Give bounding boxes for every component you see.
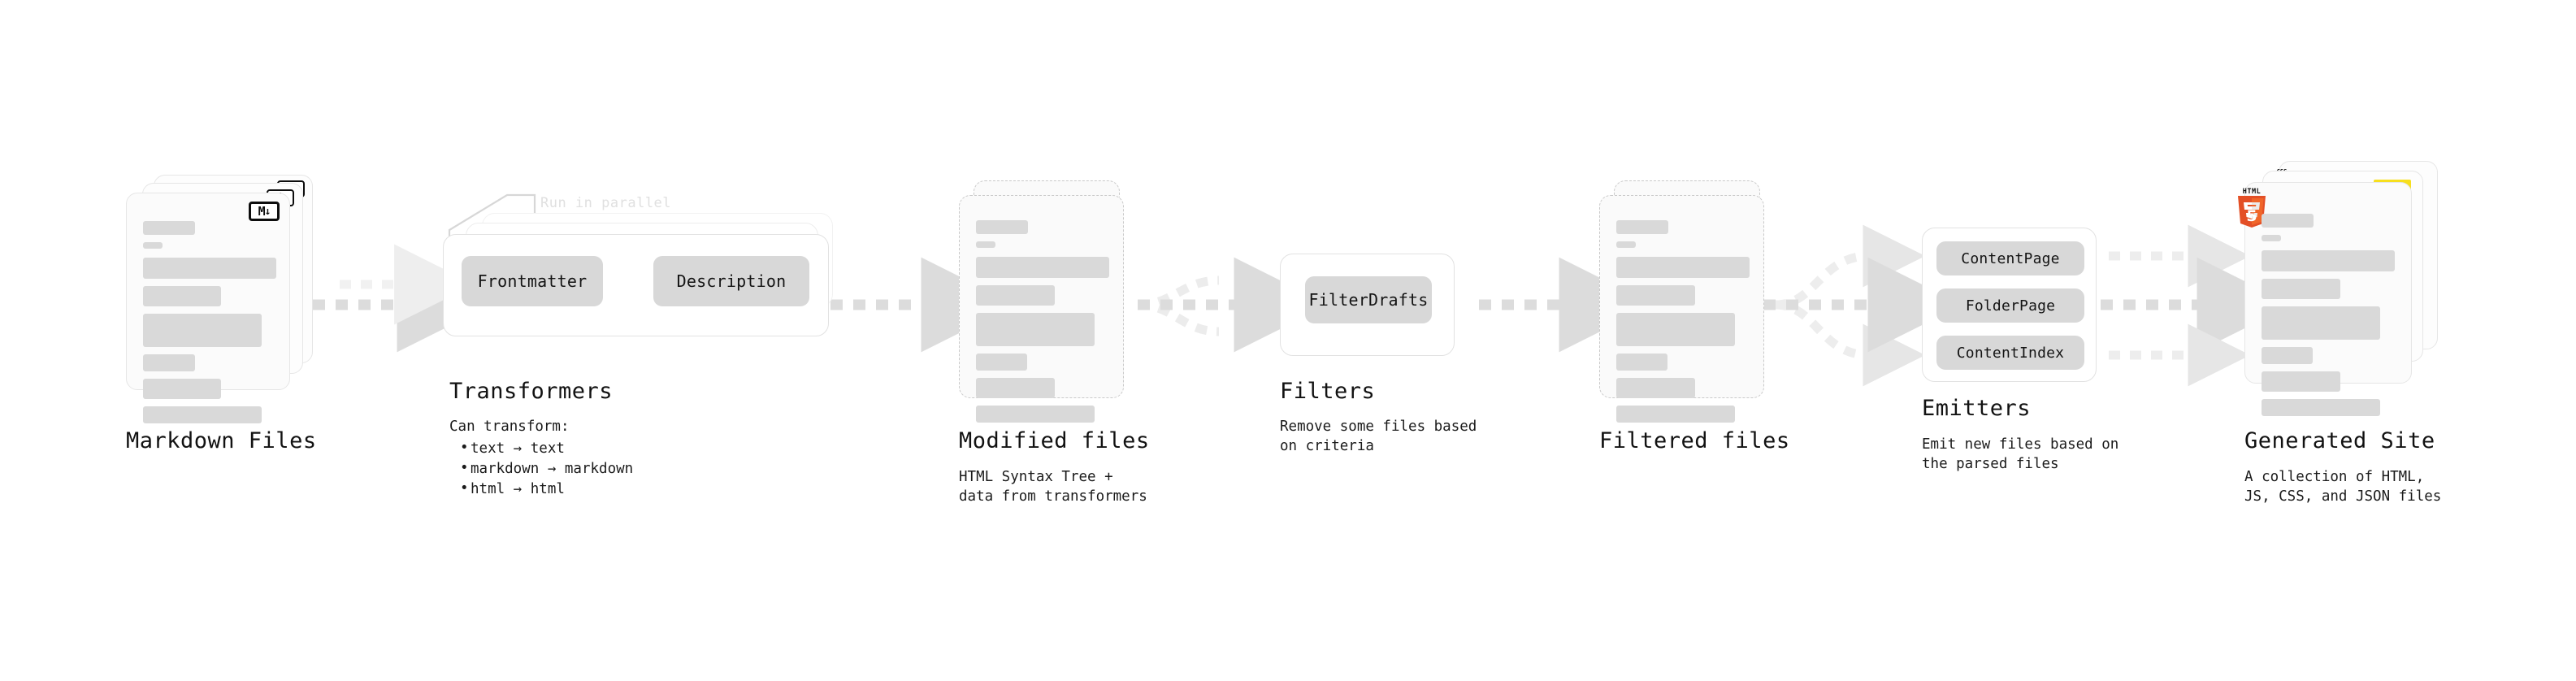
transformers-bullets: text → text markdown → markdown html → h… <box>458 438 633 500</box>
filtered-skeleton <box>1616 220 1750 430</box>
filters-title: Filters <box>1280 379 1376 404</box>
generated-card-front: HTML 5 <box>2238 182 2412 416</box>
arrow-filtered-to-emitters <box>1763 224 1963 387</box>
markdown-files-title: Markdown Files <box>126 428 317 453</box>
generated-site-description: A collection of HTML, JS, CSS, and JSON … <box>2244 469 2442 505</box>
markdown-card-front: M↓ <box>126 193 290 423</box>
emitter-chip-contentindex-label: ContentIndex <box>1956 344 2065 362</box>
filtered-card-front <box>1599 195 1764 423</box>
transformer-chip-description[interactable]: Description <box>653 256 809 306</box>
transformers-group: Frontmatter Description <box>443 213 833 336</box>
transformer-chip-frontmatter[interactable]: Frontmatter <box>462 256 603 306</box>
generated-site-title: Generated Site <box>2244 428 2435 453</box>
markdown-files-stack: M↓ M↓ M↓ <box>126 175 313 423</box>
svg-text:5: 5 <box>2246 207 2257 225</box>
arrow-emitters-to-site <box>2101 224 2292 387</box>
emitters-box[interactable]: ContentPage FolderPage ContentIndex <box>1922 228 2097 382</box>
filtered-files-title: Filtered files <box>1599 428 1790 453</box>
markdown-skeleton <box>143 221 276 431</box>
modified-files-description: HTML Syntax Tree + data from transformer… <box>959 469 1147 505</box>
transformer-chip-description-label: Description <box>676 271 787 291</box>
modified-skeleton <box>976 220 1109 430</box>
modified-files-title: Modified files <box>959 428 1150 453</box>
filters-description: Remove some files based on criteria <box>1280 419 1477 455</box>
emitter-chip-folderpage-label: FolderPage <box>1965 297 2056 314</box>
transformers-bullet-1: markdown → markdown <box>458 458 633 479</box>
generated-site-stack: CSS HTML 5 <box>2238 161 2438 416</box>
html5-icon-caption: HTML <box>2242 188 2262 196</box>
transformers-bullet-0: text → text <box>458 438 633 459</box>
emitters-title: Emitters <box>1922 396 2032 421</box>
emitter-chip-folderpage[interactable]: FolderPage <box>1936 288 2084 323</box>
transformer-chip-frontmatter-label: Frontmatter <box>477 271 588 291</box>
transformers-description: Can transform: <box>449 419 570 435</box>
transformers-bullet-2: html → html <box>458 479 633 500</box>
filters-box[interactable]: FilterDrafts <box>1280 254 1455 356</box>
transformers-box[interactable]: Frontmatter Description <box>443 234 829 336</box>
run-in-parallel-label: Run in parallel <box>540 195 672 211</box>
emitter-chip-contentpage-label: ContentPage <box>1961 249 2060 267</box>
modified-files-stack <box>959 180 1134 423</box>
arrow-markdown-to-transformers <box>313 244 492 353</box>
emitters-description: Emit new files based on the parsed files <box>1922 436 2119 473</box>
modified-card-front <box>959 195 1124 423</box>
transformers-title: Transformers <box>449 379 614 404</box>
markdown-icon: M↓ <box>249 202 280 221</box>
filtered-files-stack <box>1599 180 1774 423</box>
arrow-modified-to-filters <box>1137 257 1329 353</box>
html5-icon: HTML 5 <box>2236 188 2268 228</box>
emitter-chip-contentpage[interactable]: ContentPage <box>1936 241 2084 275</box>
generated-site-skeleton <box>2262 214 2396 423</box>
filter-chip-filterdrafts[interactable]: FilterDrafts <box>1305 276 1432 323</box>
emitter-chip-contentindex[interactable]: ContentIndex <box>1936 336 2084 370</box>
filter-chip-filterdrafts-label: FilterDrafts <box>1308 290 1429 310</box>
